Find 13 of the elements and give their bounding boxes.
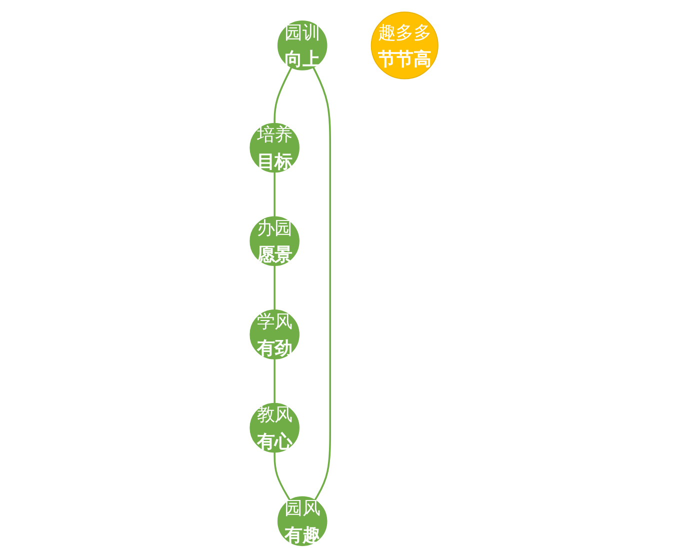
connector [274, 66, 292, 124]
connector [274, 266, 276, 310]
node-circle: 学风 有劲 [250, 310, 300, 360]
connector [274, 358, 276, 404]
node-circle: 趣多多 节节高 [370, 12, 438, 80]
node-circle: 园训 向上 [277, 20, 328, 70]
node-circle: 教风 有心 [250, 402, 300, 453]
connector [274, 172, 276, 217]
connector [312, 66, 331, 501]
connector [274, 452, 291, 501]
node-circle: 园风 有趣 [277, 496, 328, 546]
node-circle: 培养 目标 [250, 122, 300, 173]
node-circle: 办园 愿景 [250, 216, 300, 266]
